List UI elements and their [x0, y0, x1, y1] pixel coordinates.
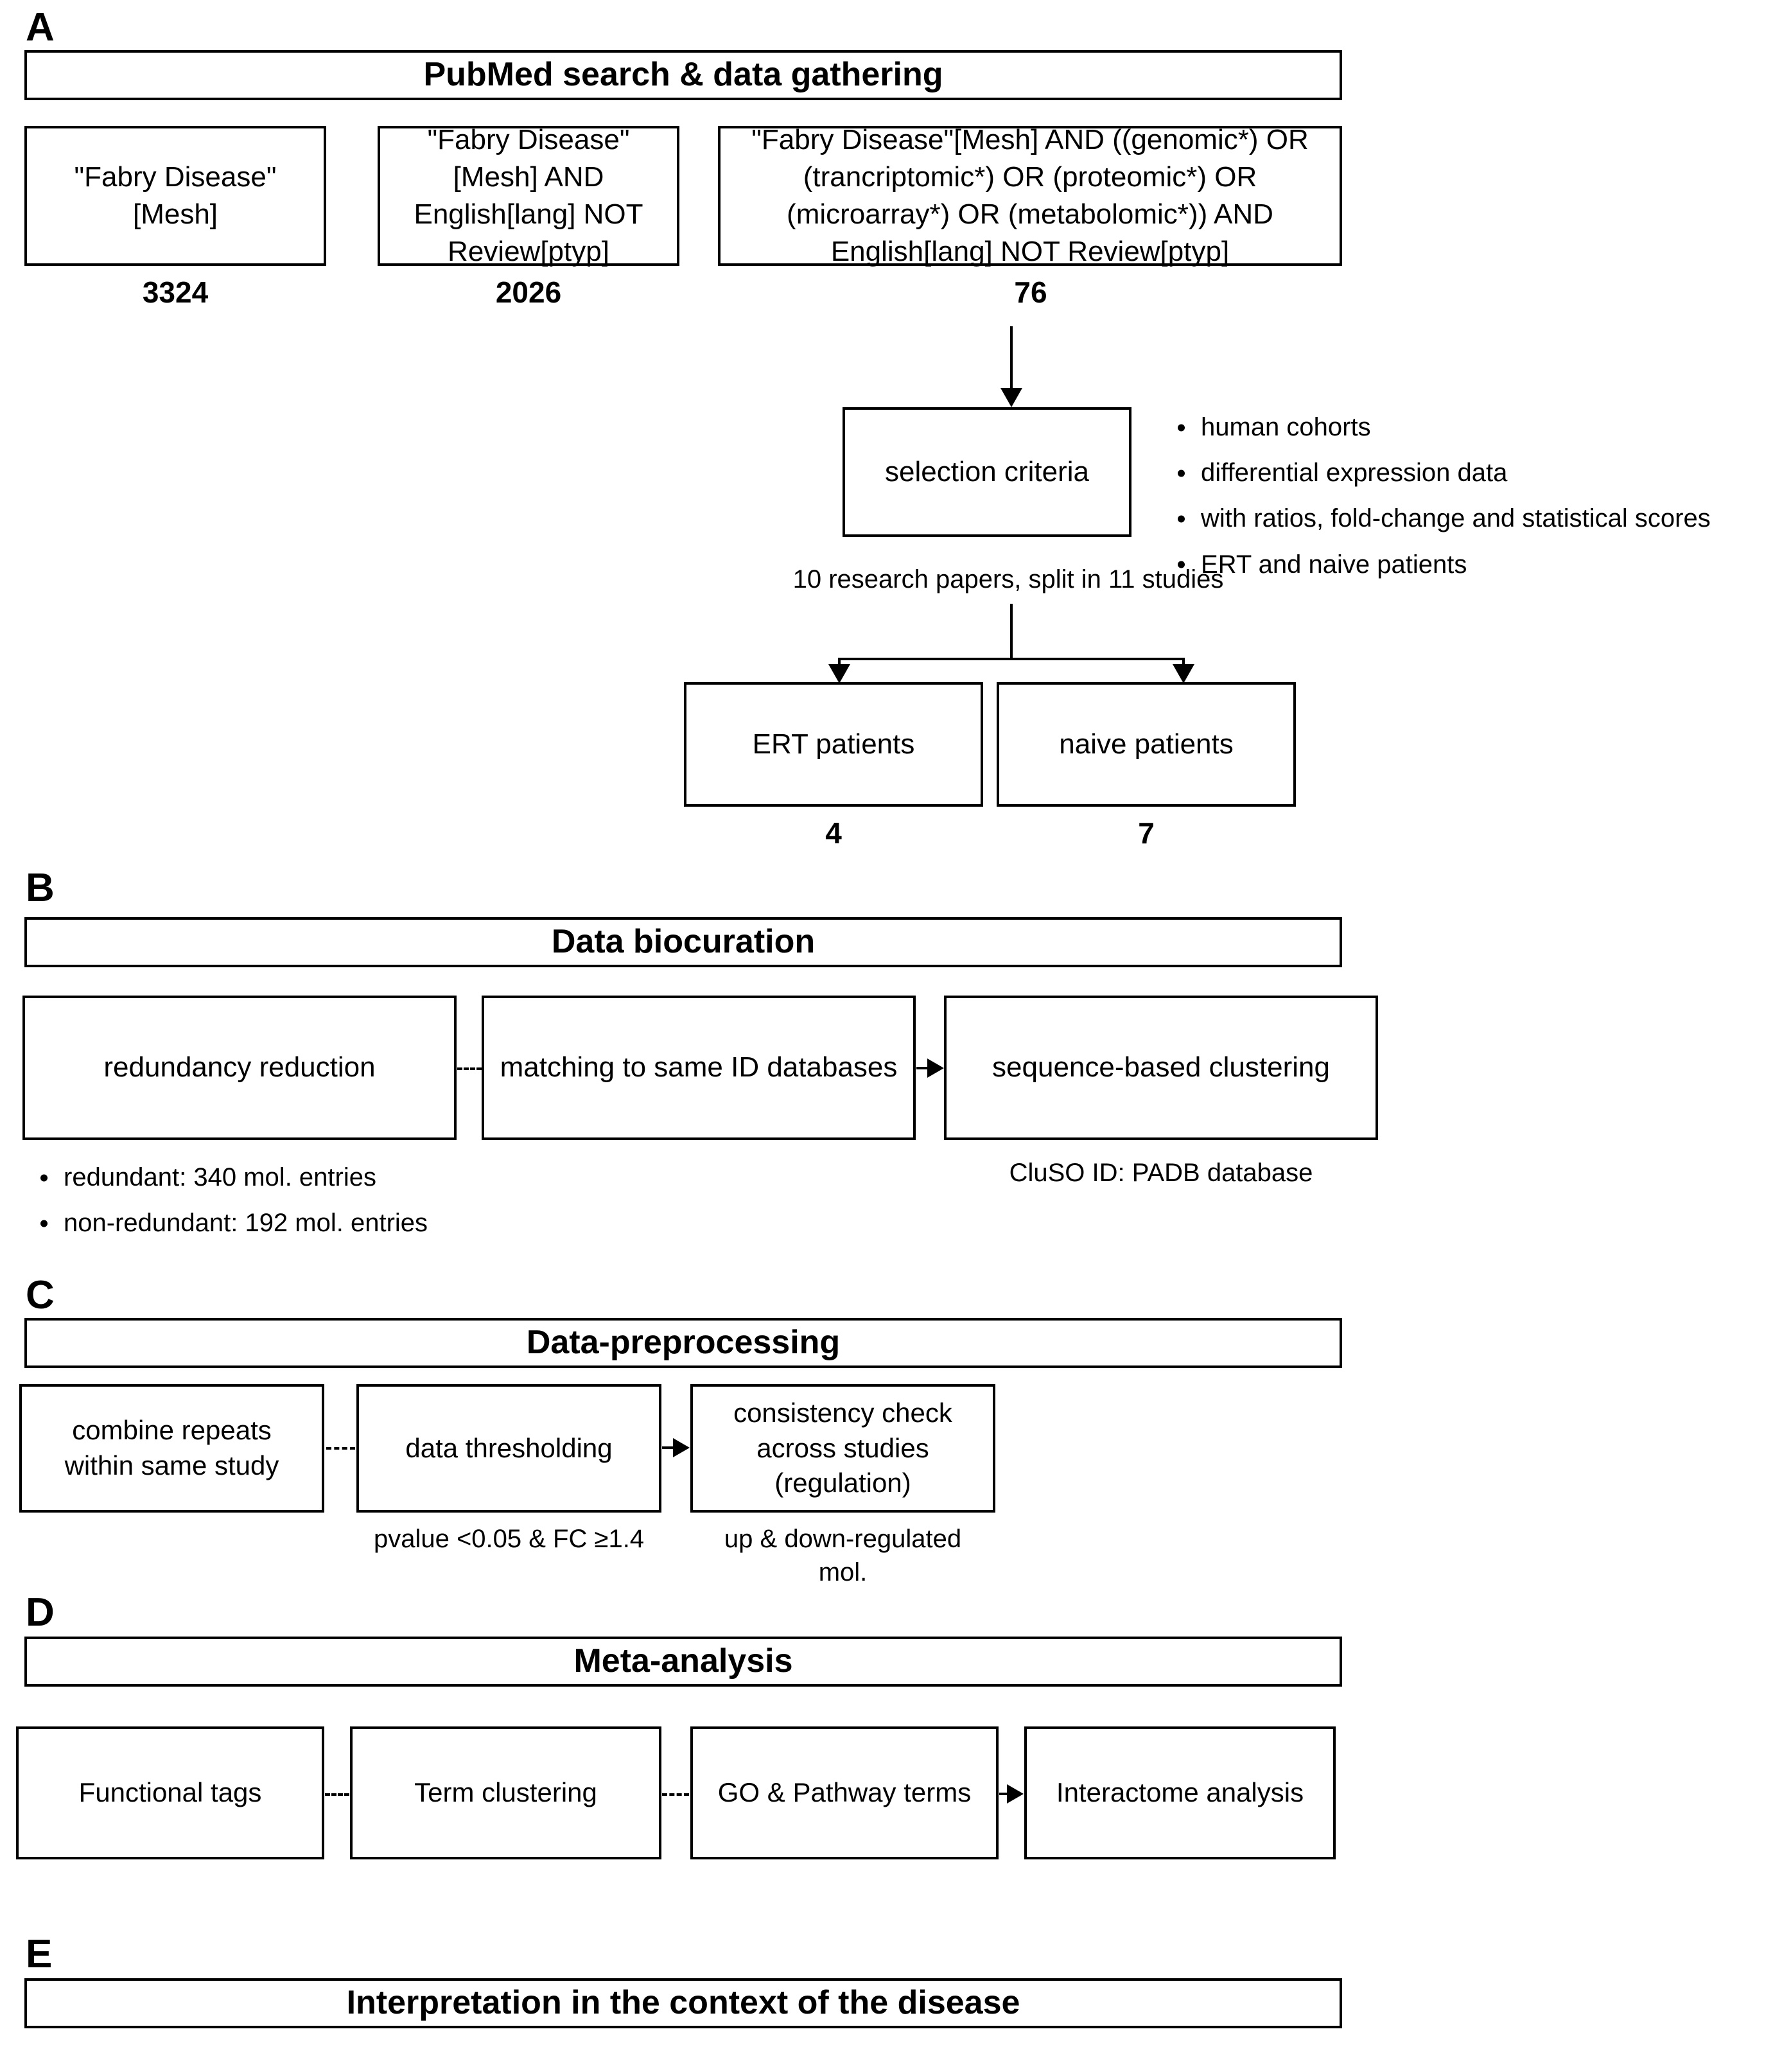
- connector-split-stem: [1010, 604, 1013, 660]
- query-count-2: 2026: [495, 276, 562, 309]
- biocuration-note: CluSO ID: PADB database: [1009, 1159, 1313, 1187]
- biocuration-bullet: non-redundant: 192 mol. entries: [35, 1200, 428, 1246]
- preprocessing-step-3-label: consistency check across studies (regula…: [733, 1398, 952, 1498]
- cohort-box-naive: naive patients: [997, 682, 1296, 807]
- selection-criteria-box: selection criteria: [843, 407, 1131, 537]
- query-box-1: "Fabry Disease" [Mesh]: [24, 126, 326, 266]
- preprocessing-step-3: consistency check across studies (regula…: [690, 1384, 995, 1513]
- connector-dashed: [662, 1793, 689, 1796]
- panel-d-header: Meta-analysis: [24, 1637, 1342, 1687]
- cohort-box-ert: ERT patients: [684, 682, 983, 807]
- preprocessing-step-1: combine repeats within same study: [19, 1384, 324, 1513]
- arrow-down-icon: [828, 664, 850, 683]
- criteria-bullet: with ratios, fold-change and statistical…: [1173, 496, 1711, 541]
- cohort-box-naive-label: naive patients: [1059, 728, 1234, 760]
- preprocessing-step-1-label: combine repeats within same study: [64, 1415, 279, 1480]
- connector-solid: [999, 1793, 1009, 1795]
- connector-solid: [916, 1067, 932, 1069]
- query-count-1: 3324: [142, 276, 209, 309]
- meta-step-1: Functional tags: [16, 1726, 324, 1859]
- connector-solid: [662, 1446, 676, 1449]
- biocuration-step-2: matching to same ID databases: [482, 996, 916, 1140]
- panel-c-header: Data-preprocessing: [24, 1318, 1342, 1368]
- panel-a-header-label: PubMed search & data gathering: [423, 56, 943, 94]
- cohort-count-ert: 4: [825, 816, 842, 850]
- panel-e-header: Interpretation in the context of the dis…: [24, 1978, 1342, 2028]
- query-box-3-label: "Fabry Disease"[Mesh] AND ((genomic*) OR…: [751, 123, 1309, 268]
- papers-caption: 10 research papers, split in 11 studies: [792, 565, 1224, 593]
- panel-b-header-label: Data biocuration: [551, 923, 816, 961]
- biocuration-bullets: redundant: 340 mol. entries non-redundan…: [35, 1155, 428, 1246]
- arrow-right-icon: [1007, 1784, 1024, 1804]
- query-count-3: 76: [1014, 276, 1047, 309]
- panel-a-header: PubMed search & data gathering: [24, 50, 1342, 100]
- criteria-bullet: human cohorts: [1173, 405, 1711, 450]
- meta-step-2: Term clustering: [350, 1726, 661, 1859]
- meta-step-4-label: Interactome analysis: [1056, 1777, 1304, 1808]
- biocuration-step-1: redundancy reduction: [22, 996, 457, 1140]
- panel-letter-b: B: [26, 866, 55, 910]
- panel-letter-d: D: [26, 1590, 55, 1635]
- biocuration-step-3: sequence-based clustering: [944, 996, 1378, 1140]
- connector-split-bar: [838, 658, 1185, 660]
- query-box-2: "Fabry Disease" [Mesh] AND English[lang]…: [378, 124, 679, 267]
- preprocessing-caption-1: pvalue <0.05 & FC ≥1.4: [373, 1525, 645, 1553]
- meta-step-4: Interactome analysis: [1024, 1726, 1336, 1859]
- biocuration-step-2-label: matching to same ID databases: [500, 1051, 898, 1084]
- panel-d-header-label: Meta-analysis: [573, 1642, 793, 1680]
- arrow-right-icon: [927, 1058, 944, 1078]
- selection-criteria-bullets: human cohorts differential expression da…: [1173, 405, 1711, 588]
- criteria-bullet: differential expression data: [1173, 450, 1711, 496]
- meta-step-2-label: Term clustering: [414, 1777, 597, 1808]
- cohort-count-naive: 7: [1138, 816, 1155, 850]
- panel-b-header: Data biocuration: [24, 917, 1342, 967]
- selection-criteria-label: selection criteria: [885, 455, 1089, 487]
- panel-letter-c: C: [26, 1273, 55, 1317]
- connector-query3-to-selection: [1010, 326, 1013, 402]
- arrow-right-icon: [673, 1438, 690, 1457]
- biocuration-step-1-label: redundancy reduction: [103, 1051, 376, 1084]
- connector-dashed: [325, 1793, 349, 1796]
- panel-letter-e: E: [26, 1932, 53, 1976]
- meta-step-3-label: GO & Pathway terms: [717, 1777, 972, 1808]
- meta-step-1-label: Functional tags: [78, 1777, 262, 1808]
- connector-dashed: [457, 1067, 482, 1070]
- panel-c-header-label: Data-preprocessing: [526, 1324, 841, 1362]
- biocuration-step-3-label: sequence-based clustering: [992, 1051, 1330, 1084]
- panel-letter-a: A: [26, 5, 55, 49]
- query-box-3: "Fabry Disease"[Mesh] AND ((genomic*) OR…: [718, 124, 1342, 267]
- preprocessing-step-2: data thresholding: [356, 1384, 661, 1513]
- arrow-down-icon: [1173, 664, 1194, 683]
- meta-step-3: GO & Pathway terms: [690, 1726, 999, 1859]
- preprocessing-caption-2: up & down-regulated mol.: [724, 1525, 962, 1586]
- panel-e-header-label: Interpretation in the context of the dis…: [346, 1984, 1020, 2022]
- biocuration-bullet: redundant: 340 mol. entries: [35, 1155, 428, 1200]
- arrow-down-icon: [1000, 388, 1022, 407]
- connector-dashed: [326, 1447, 355, 1450]
- query-box-2-label: "Fabry Disease" [Mesh] AND English[lang]…: [414, 123, 643, 268]
- query-box-1-label: "Fabry Disease" [Mesh]: [74, 161, 277, 230]
- cohort-box-ert-label: ERT patients: [752, 728, 915, 760]
- preprocessing-step-2-label: data thresholding: [405, 1432, 613, 1463]
- criteria-bullet: ERT and naive patients: [1173, 542, 1711, 588]
